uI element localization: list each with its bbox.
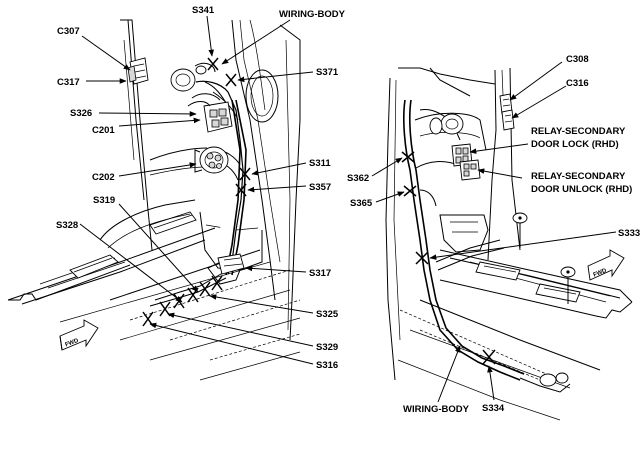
label-s334: S334 [482,403,505,414]
left-main-harness [149,80,247,307]
s333-x-mark [415,251,429,265]
label-c202: C202 [92,172,115,183]
label-c308: C308 [566,54,589,65]
grommet-top [170,62,216,92]
label-wiring-body-right: WIRING-BODY [403,404,470,415]
label-s325: S325 [316,309,339,320]
label-c316: C316 [566,78,589,89]
c202-connector [194,146,229,174]
label-s362: S362 [347,173,369,184]
s334-x-mark [482,349,496,365]
label-s341: S341 [192,5,215,16]
label-s316: S316 [316,360,338,371]
s325-x-mark-1 [211,275,223,291]
label-wiring-body-left: WIRING-BODY [279,9,346,20]
left-splice-marks [142,57,251,327]
right-floor-sill [397,212,633,421]
label-s329: S329 [316,342,338,353]
left-body-structure [120,19,301,341]
label-s317: S317 [309,268,331,279]
label-s365: S365 [350,198,373,209]
left-fwd-badge: FWD [59,319,99,351]
label-s357: S357 [309,182,331,193]
left-view: FWD C307 C317 S326 C201 C2 [7,5,346,381]
s362-x-mark [401,151,415,163]
c201-connector [187,93,233,133]
label-c201: C201 [92,125,115,136]
right-view: FWD C308 C316 RELAY-SECONDARY DOOR LOCK … [347,54,640,421]
left-leaders [79,15,314,365]
label-s371: S371 [316,67,339,78]
label-s328: S328 [56,220,78,231]
s311-x-mark [239,167,251,181]
label-relay-unlock-line2: DOOR UNLOCK (RHD) [531,184,632,195]
s365-x-mark [403,185,417,197]
s341-x-mark [207,57,219,71]
c316-connector [501,109,515,131]
label-s319: S319 [93,195,115,206]
right-splice-marks [401,151,496,365]
large-ring-trim [245,69,279,123]
label-relay-lock-line1: RELAY-SECONDARY [531,126,626,137]
label-c317: C317 [57,77,80,88]
s357-x-mark [235,183,247,197]
right-leaders [371,61,617,403]
right-fwd-badge: FWD [587,249,625,281]
right-labels: C308 C316 RELAY-SECONDARY DOOR LOCK (RHD… [347,54,640,415]
label-relay-lock-line2: DOOR LOCK (RHD) [531,139,619,150]
right-main-harness [403,99,571,393]
label-s333: S333 [618,228,640,239]
s325-x-mark-2 [199,281,211,297]
label-relay-unlock-line1: RELAY-SECONDARY [531,171,626,182]
s317-connector [217,253,245,275]
label-s326: S326 [70,108,92,119]
s371-x-mark [225,73,237,87]
left-floor-sill [7,199,301,381]
left-labels: C307 C317 S326 C201 C202 S319 S328 S341 … [56,5,346,371]
label-c307: C307 [57,26,80,37]
grommet-right [429,113,464,135]
relay-secondary-door-unlock [459,159,481,181]
left-fwd-text: FWD [64,338,80,349]
right-fwd-text: FWD [593,268,609,279]
c307-connector [127,57,149,85]
label-s311: S311 [309,158,331,169]
s328-x-mark [173,293,185,309]
